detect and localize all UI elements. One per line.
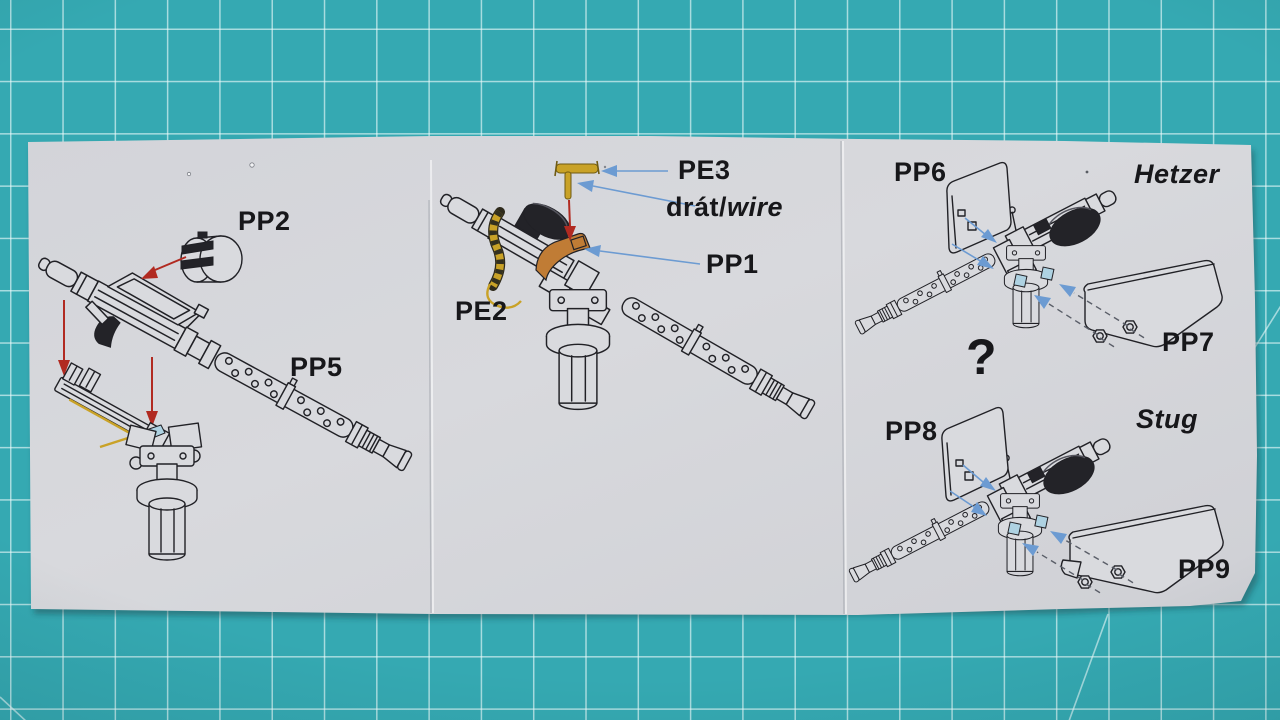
dashed-leader-line bbox=[1129, 328, 1147, 340]
highlighted-bracket bbox=[1007, 521, 1022, 536]
fold-crease-right bbox=[840, 140, 845, 615]
red-arrow bbox=[58, 300, 70, 376]
label-wire: wire bbox=[727, 192, 784, 222]
shield-plate-pp7-drawing bbox=[1083, 259, 1223, 348]
highlighted-bracket bbox=[1013, 273, 1028, 288]
shield-plate-pp9-drawing bbox=[1060, 504, 1224, 594]
highlighted-bracket bbox=[1040, 266, 1055, 281]
paper-speck bbox=[603, 165, 607, 169]
red-arrow bbox=[141, 256, 187, 279]
fold-crease-left bbox=[428, 199, 432, 614]
blue-arrowhead bbox=[1059, 284, 1076, 297]
blue-arrowhead bbox=[1034, 295, 1051, 309]
label-pp8: PP8 bbox=[885, 416, 938, 446]
label-pp9: PP9 bbox=[1178, 554, 1231, 584]
blue-arrow bbox=[949, 490, 987, 516]
blue-arrowhead bbox=[1050, 531, 1067, 544]
mg34-gun-drawing bbox=[34, 251, 414, 474]
label-drat: drát/ bbox=[666, 192, 728, 222]
pinhole bbox=[249, 162, 255, 168]
label-pe3: PE3 bbox=[678, 155, 731, 185]
blue-arrow bbox=[601, 165, 668, 177]
blue-arrow bbox=[584, 245, 701, 265]
etched-brass-strip bbox=[68, 398, 139, 439]
red-arrow bbox=[146, 357, 158, 427]
shield-plate-pp6-drawing bbox=[946, 161, 1012, 254]
blue-arrow bbox=[951, 243, 994, 269]
red-arrow bbox=[564, 199, 576, 241]
label-pp2: PP2 bbox=[238, 206, 291, 236]
blue-arrowhead bbox=[1022, 543, 1039, 556]
label-pp6: PP6 bbox=[894, 157, 947, 187]
pinhole bbox=[186, 171, 192, 177]
shield-plate-pp8-drawing bbox=[941, 406, 1009, 502]
label-hetzer: Hetzer bbox=[1134, 159, 1220, 189]
panel-middle-mg34-diagram bbox=[435, 160, 817, 422]
stug-variant-drawing bbox=[835, 406, 1224, 603]
drum-magazine-pp2-drawing bbox=[180, 231, 243, 283]
wire-tool-pe3-drawing bbox=[554, 160, 600, 200]
label-stug: Stug bbox=[1136, 404, 1198, 434]
blue-arrow bbox=[577, 180, 696, 207]
label-pe2: PE2 bbox=[455, 296, 508, 326]
panel-right-variants-diagram bbox=[835, 161, 1224, 603]
label-drat-wire: drát/wire bbox=[666, 194, 783, 221]
label-pp1: PP1 bbox=[706, 249, 759, 279]
hetzer-variant-drawing bbox=[841, 161, 1223, 355]
paper-speck bbox=[1085, 170, 1089, 174]
dashed-leader-line bbox=[1036, 551, 1084, 581]
label-pp7: PP7 bbox=[1162, 327, 1215, 357]
label-pp5: PP5 bbox=[290, 352, 343, 382]
label-question-mark: ? bbox=[966, 329, 998, 385]
etched-belt-pe2-drawing bbox=[486, 207, 522, 309]
blue-arrow bbox=[962, 464, 996, 491]
panel-left-mg34-diagram bbox=[34, 231, 414, 561]
dashed-leader-line bbox=[1073, 292, 1129, 327]
dashed-leader-line bbox=[1085, 583, 1103, 595]
dashed-leader-line bbox=[1099, 337, 1117, 349]
highlighted-bracket bbox=[1034, 514, 1049, 529]
paper-speck bbox=[715, 170, 719, 174]
blue-arrow bbox=[964, 217, 997, 243]
dashed-leader-line bbox=[1118, 573, 1136, 585]
mg34-on-pedestal-drawing bbox=[54, 362, 203, 561]
